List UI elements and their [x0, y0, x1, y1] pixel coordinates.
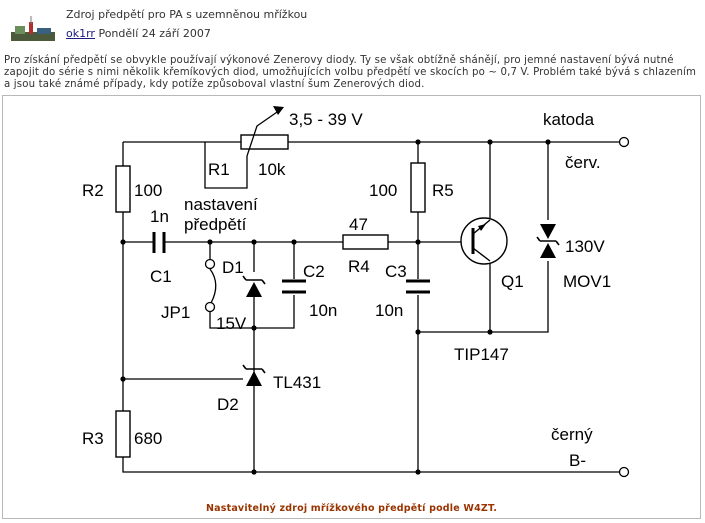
intro-paragraph: Pro získání předpětí se obvykle používaj…: [4, 55, 697, 90]
c3-label: C3: [385, 262, 407, 281]
r3-label: R3: [82, 429, 104, 448]
r2-value: 100: [134, 181, 162, 200]
mov1-label: MOV1: [563, 272, 611, 291]
q1-label: Q1: [501, 272, 524, 291]
post-meta: ok1rr Pondělí 24 září 2007: [66, 27, 211, 40]
mov-value: 130V: [565, 237, 605, 256]
c1-label: C1: [150, 267, 172, 286]
c2-value: 10n: [309, 301, 337, 320]
jp1-label: JP1: [161, 303, 190, 322]
r3-value: 680: [134, 429, 162, 448]
nastaveni-label: nastavení: [184, 195, 258, 214]
post-header: Zdroj předpětí pro PA s uzemněnou mřížko…: [0, 0, 705, 48]
author-link[interactable]: ok1rr: [66, 27, 95, 40]
schematic-diagram: 3,5 - 39 V katoda červ. R1 10k R2 100 10…: [82, 106, 630, 478]
tl431-label: TL431: [273, 373, 321, 392]
d2-label: D2: [217, 395, 239, 414]
r1-label: R1: [208, 160, 230, 179]
c1-value: 1n: [150, 207, 169, 226]
r1-value: 10k: [258, 160, 286, 179]
schematic-figure: 3,5 - 39 V katoda červ. R1 10k R2 100 10…: [2, 95, 701, 519]
b-minus-label: B-: [569, 451, 586, 470]
post-date: Pondělí 24 září 2007: [98, 27, 211, 40]
r2-label: R2: [82, 181, 104, 200]
avatar: [9, 14, 57, 44]
r5-value: 100: [369, 181, 397, 200]
c2-label: C2: [303, 262, 325, 281]
voltage-range-label: 3,5 - 39 V: [289, 110, 363, 129]
r5-label: R5: [432, 181, 454, 200]
cerv-label: červ.: [565, 153, 601, 172]
post-title: Zdroj předpětí pro PA s uzemněnou mřížko…: [66, 8, 308, 21]
cerny-label: černý: [551, 425, 593, 444]
tip147-label: TIP147: [454, 345, 509, 364]
jp1-value: 15V: [216, 314, 247, 333]
katoda-label: katoda: [543, 110, 595, 129]
figure-caption: Nastavitelný zdroj mřížkového předpětí p…: [205, 503, 498, 514]
predpeti-label: předpětí: [184, 215, 247, 234]
r4-label: R4: [348, 257, 370, 276]
r4-value: 47: [349, 215, 368, 234]
c3-value: 10n: [375, 301, 403, 320]
d1-label: D1: [222, 258, 244, 277]
